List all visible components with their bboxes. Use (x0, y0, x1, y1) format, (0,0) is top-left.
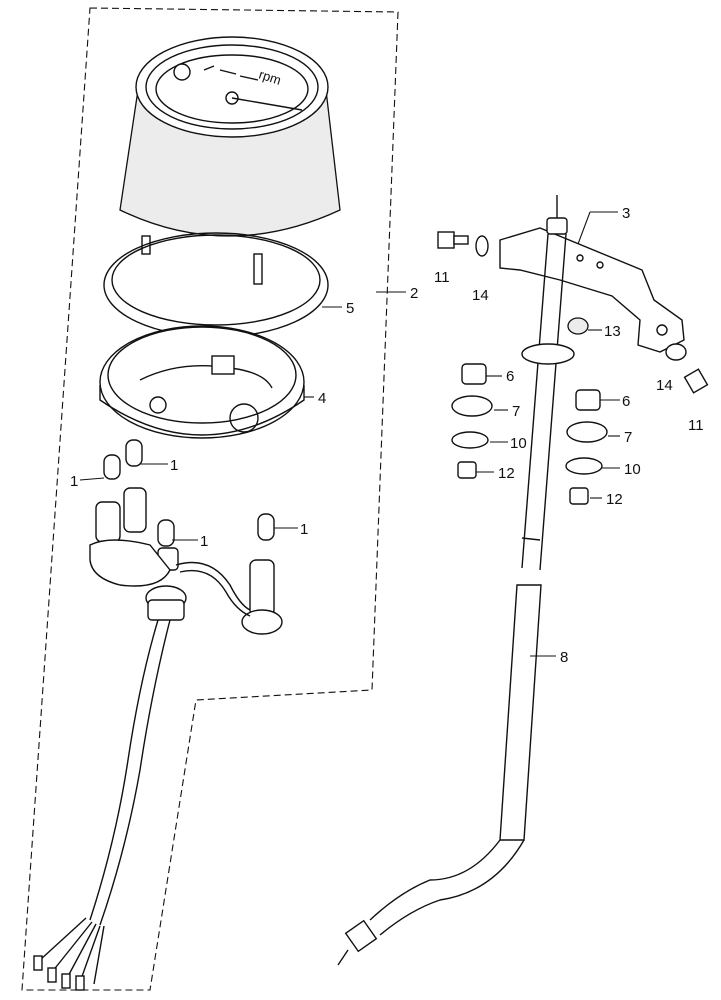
callout-2: 2 (410, 285, 418, 302)
speedometer-cable-part-8 (337, 584, 542, 966)
callout-1-a: 1 (170, 457, 178, 474)
callout-14-a: 14 (472, 287, 489, 304)
callout-1-d: 1 (300, 521, 308, 538)
callout-10-b: 10 (624, 461, 641, 478)
callout-6-a: 6 (506, 368, 514, 385)
callout-1-c: 1 (200, 533, 208, 550)
callout-14-b: 14 (656, 377, 673, 394)
callout-7-a: 7 (512, 403, 520, 420)
assembly-boundary-outline (21, 7, 399, 991)
callout-1-b: 1 (70, 473, 78, 490)
callout-5: 5 (346, 300, 354, 317)
callout-6-b: 6 (622, 393, 630, 410)
callout-3: 3 (622, 205, 630, 222)
callout-12-a: 12 (498, 465, 515, 482)
dial-rpm-text: rpm (257, 67, 283, 88)
hardware-parts (437, 231, 709, 505)
callout-13: 13 (604, 323, 621, 340)
leader-lines (79, 211, 620, 657)
callout-11-a: 11 (434, 269, 450, 286)
callout-7-b: 7 (624, 429, 632, 446)
callout-8: 8 (560, 649, 568, 666)
tachometer-housing: rpm (119, 36, 341, 285)
callout-12-b: 12 (606, 491, 623, 508)
gasket-ring-part-5 (103, 232, 329, 338)
lower-case-part-4 (99, 325, 305, 439)
socket-harness (33, 487, 283, 991)
callout-labels: 1 1 1 1 2 3 4 5 6 6 7 7 8 10 10 11 11 12… (70, 205, 704, 666)
bulb-part-1 (103, 439, 275, 547)
callout-11-b: 11 (688, 417, 704, 434)
callout-4: 4 (318, 390, 326, 407)
cable-housing (521, 195, 575, 571)
callout-10-a: 10 (510, 435, 527, 452)
bracket-part-3 (499, 227, 685, 353)
